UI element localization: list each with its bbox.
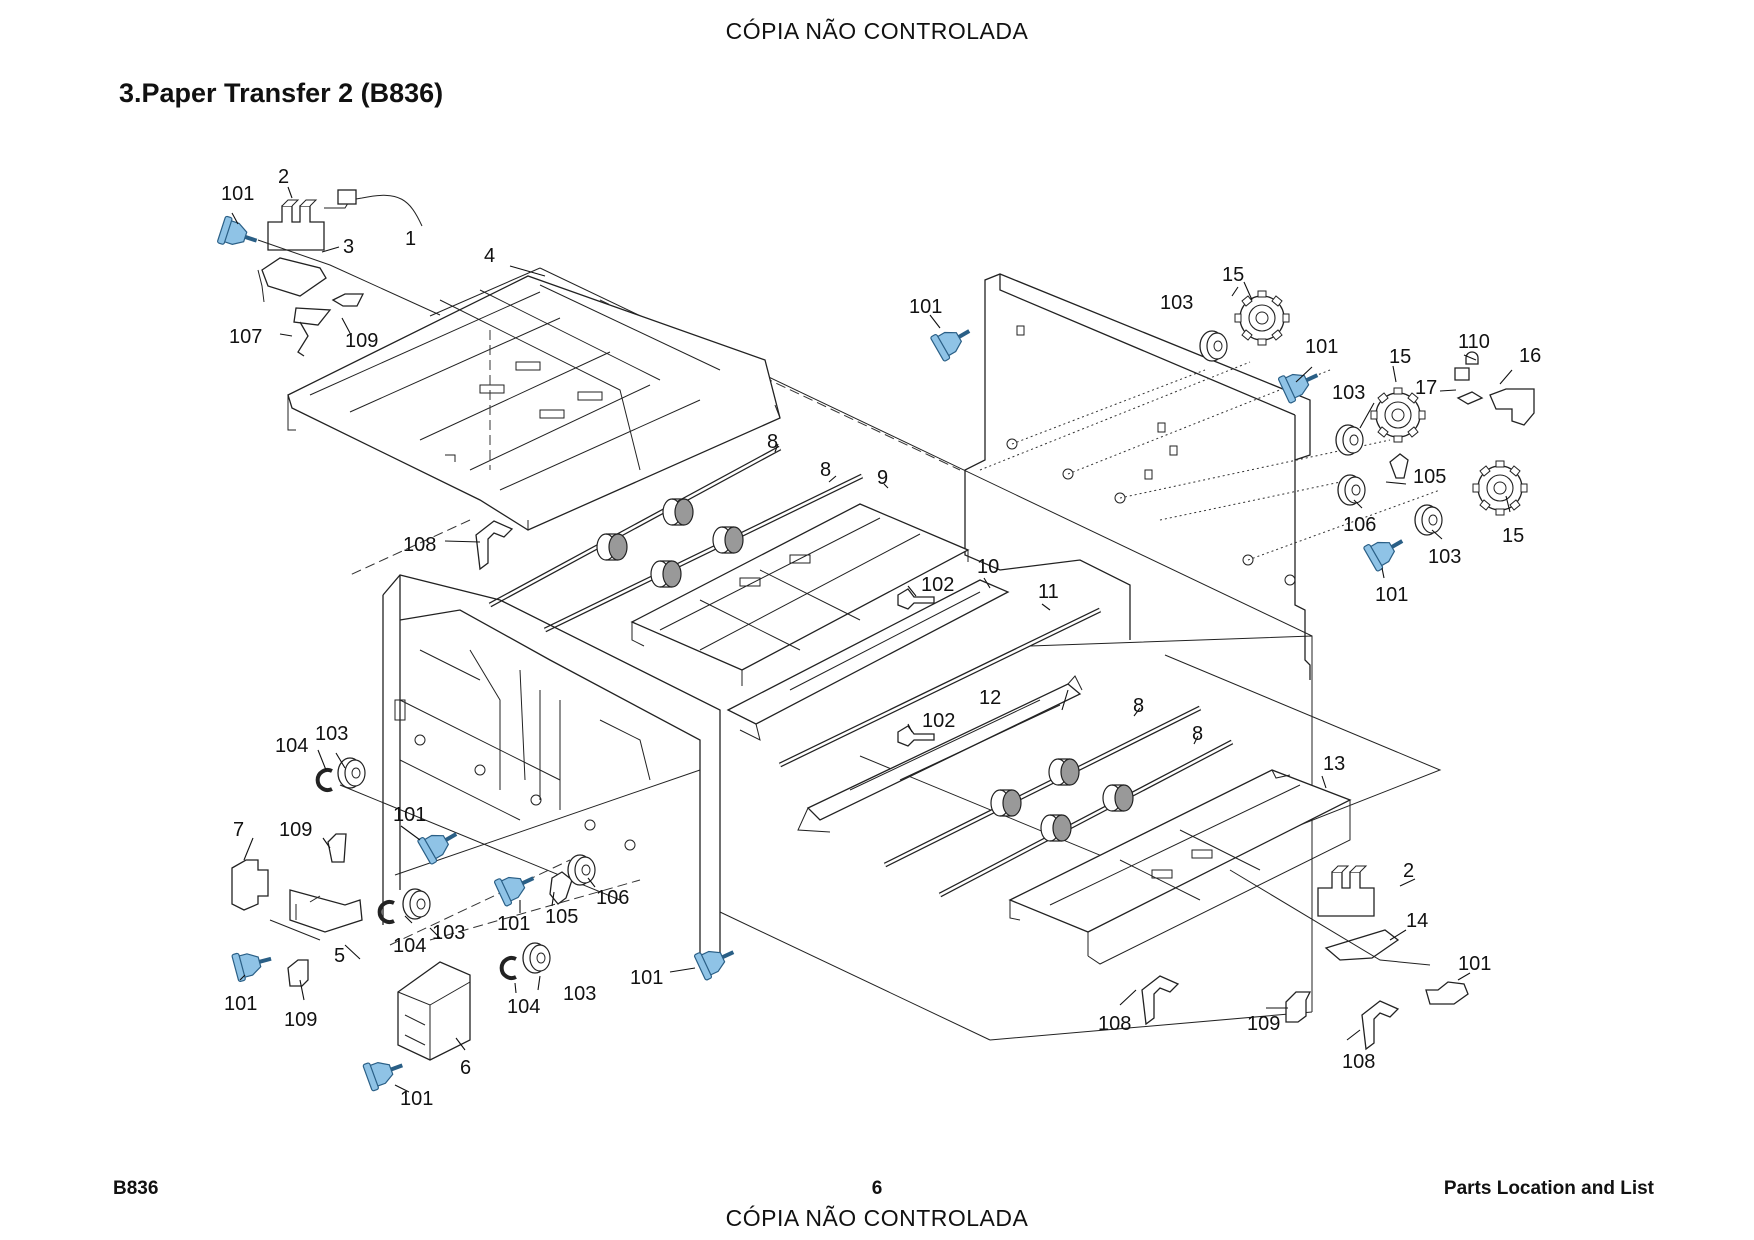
callout-label: 8 (1133, 695, 1144, 717)
callout-label: 102 (922, 710, 955, 732)
roller-8-b (662, 498, 694, 526)
gear-15-c (1472, 460, 1528, 516)
callout-label: 101 (1305, 336, 1338, 358)
bushing-103-c (522, 942, 551, 974)
footer-model-code: B836 (113, 1178, 159, 1199)
footer-section-name: Parts Location and List (1443, 1178, 1654, 1199)
callout-label: 105 (545, 906, 578, 928)
roller-8-e (990, 789, 1022, 817)
callout-label: 110 (1458, 331, 1490, 353)
callout-label: 101 (393, 804, 426, 826)
callout-label: 108 (1342, 1051, 1375, 1073)
callout-label: 17 (1415, 377, 1437, 399)
screw-101-b (415, 819, 466, 867)
callout-label: 5 (334, 945, 345, 967)
callout-label: 103 (1428, 546, 1461, 568)
screw-101-c (491, 863, 542, 909)
footer-page-number: 6 (871, 1178, 883, 1199)
callout-label: 8 (820, 459, 831, 481)
callout-label: 6 (460, 1057, 471, 1079)
callout-label: 104 (393, 935, 426, 957)
bushing-103-f (1414, 504, 1443, 536)
roller-8-c (650, 560, 682, 588)
screw-101-f (360, 1050, 410, 1094)
callout-label: 105 (1413, 466, 1446, 488)
callout-label: 101 (400, 1088, 433, 1110)
roller-8-g (1040, 814, 1072, 842)
callout-label: 2 (1403, 860, 1414, 882)
callout-label: 109 (345, 330, 378, 352)
sensor-2-bottom (1317, 865, 1375, 917)
eclip-104-a (315, 768, 334, 792)
clip-108-c (475, 520, 513, 570)
callout-label: 103 (1160, 292, 1193, 314)
clip-108-a (1141, 975, 1179, 1025)
bushing-106-b (1337, 474, 1366, 506)
callout-label: 13 (1323, 753, 1345, 775)
bushing-106-a (567, 854, 596, 886)
eclip-104-c (499, 956, 518, 980)
callout-label: 15 (1502, 525, 1524, 547)
bushing-103-b (402, 888, 431, 920)
watermark-bottom: CÓPIA NÃO CONTROLADA (725, 1205, 1029, 1231)
callout-label: 9 (877, 467, 888, 489)
callout-label: 101 (909, 296, 942, 318)
callout-label: 103 (315, 723, 348, 745)
roller-8-d (712, 526, 744, 554)
callout-label: 7 (233, 819, 244, 841)
callout-label: 101 (1458, 953, 1491, 975)
callout-label: 109 (279, 819, 312, 841)
callout-label: 15 (1222, 264, 1244, 286)
callout-label: 101 (1375, 584, 1408, 606)
callout-label: 106 (1343, 514, 1376, 536)
callout-label: 101 (224, 993, 257, 1015)
callout-label: 103 (432, 922, 465, 944)
callout-label: 16 (1519, 345, 1541, 367)
watermark-top: CÓPIA NÃO CONTROLADA (725, 18, 1029, 44)
callout-label: 101 (221, 183, 254, 205)
callout-label: 101 (630, 967, 663, 989)
clip-108-b (1361, 1000, 1399, 1050)
callout-label: 102 (921, 574, 954, 596)
callout-label: 8 (767, 431, 778, 453)
screw-101-h (1275, 360, 1326, 406)
callout-label: 109 (284, 1009, 317, 1031)
callout-label: 4 (484, 245, 495, 267)
callout-label: 104 (507, 996, 540, 1018)
callout-label: 103 (1332, 382, 1365, 404)
callout-label: 2 (278, 166, 289, 188)
callout-label: 12 (979, 687, 1001, 709)
bushing-103-d (1199, 330, 1228, 362)
callout-label: 108 (403, 534, 436, 556)
callout-label: 101 (497, 913, 530, 935)
callout-label: 10 (977, 556, 999, 578)
clip-109-a (1285, 991, 1311, 1023)
roller-8-h (1102, 784, 1134, 812)
callout-label: 3 (343, 236, 354, 258)
screw-101-e (229, 943, 277, 984)
gear-15-a (1234, 290, 1290, 346)
callout-label: 107 (229, 326, 262, 348)
callout-label: 104 (275, 735, 308, 757)
bushing-103-e (1335, 424, 1364, 456)
callout-label: 8 (1192, 723, 1203, 745)
callout-label: 103 (563, 983, 596, 1005)
callout-label: 11 (1038, 581, 1059, 603)
screw-101-a (215, 213, 263, 256)
callout-label: 106 (596, 887, 629, 909)
sensor-2-top (267, 199, 325, 251)
callout-label: 109 (1247, 1013, 1280, 1035)
roller-8-a (596, 533, 628, 561)
callout-label: 108 (1098, 1013, 1131, 1035)
roller-8-f (1048, 758, 1080, 786)
screw-101-g (928, 316, 979, 364)
callout-labels: 101 2 1 3 4 107 109 108 8 8 9 102 10 11 … (221, 166, 1541, 1110)
callout-label: 14 (1406, 910, 1428, 932)
callout-label: 15 (1389, 346, 1411, 368)
page-title: 3.Paper Transfer 2 (B836) (119, 78, 444, 108)
screw-101-d (691, 937, 742, 983)
callout-label: 1 (405, 228, 416, 250)
eclip-104-b (377, 900, 396, 924)
